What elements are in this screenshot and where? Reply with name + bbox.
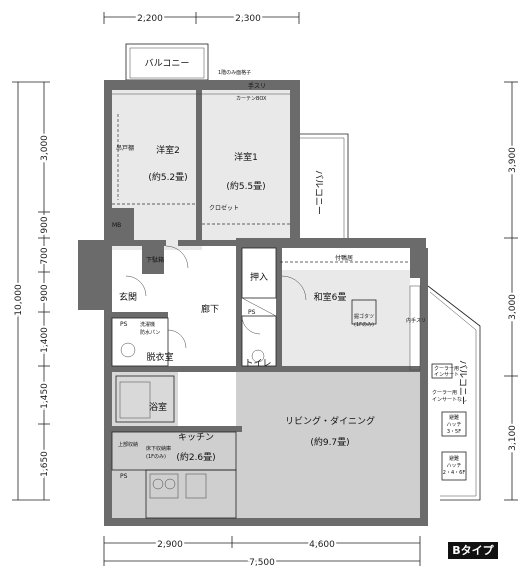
svg-text:インサート: インサート [434, 372, 459, 378]
western1-name: 洋室1 [234, 151, 258, 163]
svg-text:避難: 避難 [449, 414, 459, 421]
interior-lines [111, 93, 421, 519]
shoe-box-label: 下駄箱 [146, 256, 164, 264]
dressing-label: 脱衣室 [146, 351, 173, 363]
dim-left-7: 1,650 [40, 451, 50, 477]
toilet-label: トイレ [244, 359, 271, 369]
svg-text:クーラー用: クーラー用 [434, 366, 459, 372]
svg-text:クーラー用: クーラー用 [432, 390, 457, 396]
western1-size: (約5.5畳) [226, 180, 265, 192]
dim-left-4: 900 [40, 284, 50, 301]
dim-left-2: 900 [40, 216, 50, 233]
balcony-right-upper-label: バルコニー [313, 170, 324, 215]
top-note: 1階のみ面格子 [218, 69, 251, 76]
ps-label-2: PS [248, 309, 256, 316]
top-dimension-lines: 2,200 2,300 [103, 12, 300, 26]
dim-bottom-total: 7,500 [249, 558, 275, 568]
evac-hatch-2: 避難 ハッチ 2・4・6F [441, 451, 467, 481]
svg-text:避難: 避難 [449, 455, 459, 462]
western1-floor [202, 90, 290, 240]
balcony-top-label: バルコニー [145, 58, 190, 69]
balcony-right-upper: バルコニー [298, 133, 349, 240]
hanger-label: 吊戸棚 [116, 144, 134, 152]
japanese-floor [280, 270, 410, 368]
dim-left-5: 1,400 [40, 327, 50, 353]
bath-label: 浴室 [149, 401, 167, 413]
dim-right-2: 3,000 [508, 294, 518, 320]
svg-text:インサートなし: インサートなし [432, 396, 467, 403]
balcony-right-lower: バルコニー [427, 285, 481, 501]
living-name: リビング・ダイニング [285, 415, 375, 427]
washer-pan-label: 防水パン [140, 329, 160, 336]
bath-floor [112, 372, 178, 426]
dim-left-total: 10,000 [14, 284, 24, 316]
evac-hatch-1: 避難 ハッチ 3・5F [441, 411, 467, 437]
svg-text:3・5F: 3・5F [447, 429, 461, 435]
dim-bottom-1: 2,900 [157, 540, 183, 550]
mb-label: MB [112, 222, 121, 229]
kitchen-name: キッチン [178, 432, 214, 443]
dim-left-1: 3,000 [40, 135, 50, 161]
japanese-room-label: 和室6畳 [314, 291, 347, 303]
balcony-top: バルコニー [125, 43, 209, 81]
dim-right-1: 3,900 [508, 147, 518, 173]
svg-text:2・4・6F: 2・4・6F [443, 470, 466, 476]
dim-top-1: 2,200 [137, 14, 163, 24]
cooler-insert-top: クーラー用 インサート [431, 363, 459, 379]
living-floor [112, 370, 420, 518]
kitchen-size: (約2.6畳) [176, 451, 215, 463]
dim-left-3: 700 [40, 247, 50, 264]
western2-size: (約5.2畳) [148, 171, 187, 183]
oshiire-label: 押入 [250, 271, 268, 283]
type-badge: Bタイプ [448, 542, 498, 559]
dim-top-2: 2,300 [235, 14, 261, 24]
right-dimension-lines: 3,900 3,000 3,100 [504, 81, 520, 501]
hall-label: 廊下 [201, 303, 219, 315]
dim-right-3: 3,100 [508, 425, 518, 451]
kitchen-box-label: 上部収納 [118, 441, 138, 448]
fukuma-label: 付鴨居 [335, 254, 353, 262]
ps-label-1: PS [120, 321, 128, 328]
entrance-label: 玄関 [119, 291, 137, 303]
svg-text:ハッチ: ハッチ [446, 463, 461, 469]
tesuri-label: 手スリ [248, 82, 266, 90]
floor-storage-note: (1Fのみ) [146, 454, 166, 460]
closet-label: クロゼット [209, 204, 239, 212]
cooler-insert-bottom: クーラー用 インサートなし [432, 390, 467, 403]
tokonoma-label: 掘ゴタツ [354, 313, 374, 320]
western2-name: 洋室2 [156, 144, 180, 156]
curtain-box-label: カーテンBOX [236, 96, 267, 102]
walls [78, 80, 428, 526]
dim-left-6: 1,450 [40, 383, 50, 409]
svg-text:ハッチ: ハッチ [446, 422, 461, 428]
dim-bottom-2: 4,600 [309, 540, 335, 550]
ps-label-3: PS [120, 473, 128, 480]
washer-label: 洗濯機 [140, 321, 155, 328]
left-dimension-lines: 3,000 900 700 900 1,400 1,450 1,650 10,0… [12, 81, 52, 501]
living-size: (約9.7畳) [310, 436, 349, 448]
inner-rail-label: 内手スリ [406, 317, 426, 324]
balcony-right-lower-label: バルコニー [457, 360, 468, 405]
tokonoma-note: (1Fのみ) [354, 322, 374, 328]
floor-storage-label: 床下収納庫 [146, 445, 171, 452]
bottom-dimension-lines: 2,900 4,600 7,500 [103, 536, 421, 570]
